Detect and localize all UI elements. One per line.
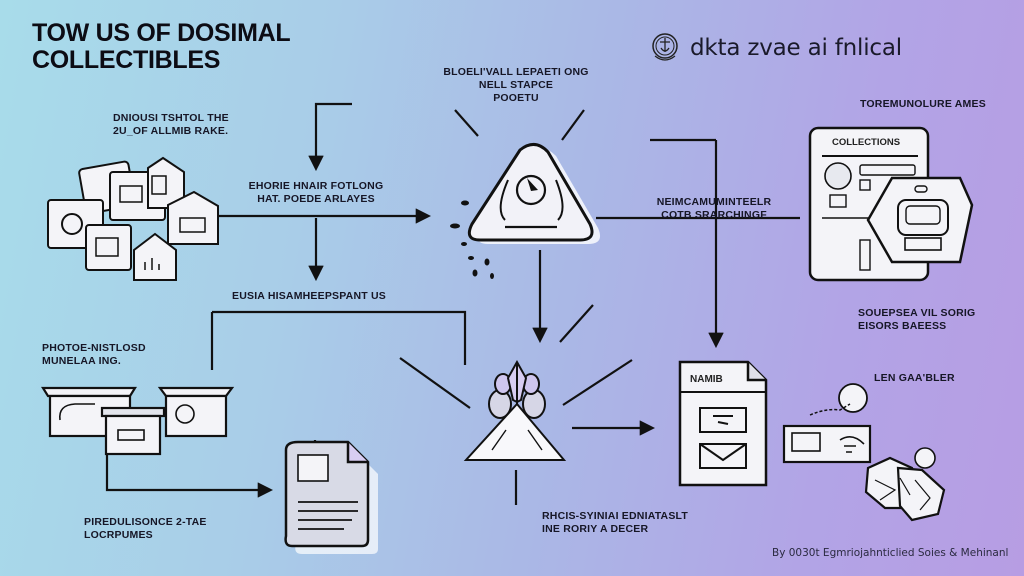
label-line: BLOELI'VALL LEPAETI ONG (443, 66, 589, 78)
collections-card-title: COLLECTIONS (832, 137, 901, 148)
label-line: PHOTOE-NISTLOSD (42, 342, 146, 354)
label-line: LOCRPUMES (84, 529, 153, 541)
ray-3 (399, 357, 471, 409)
collectibles-cluster-icon (47, 156, 219, 281)
label-line: COTB SRARCHINGF (661, 209, 767, 221)
footer-credit: By 0030t Egmriojahnticlied Soies & Mehin… (772, 547, 1009, 559)
ray-1 (454, 109, 479, 137)
label-line: MUNELAA ING. (42, 355, 122, 367)
gadgets-icon (782, 383, 946, 522)
label-right-lower: LEN GAA'BLER (874, 372, 955, 385)
label-top-left: DNIOUSI TSHTOL THE 2U_OF ALLMIB RAKE. (113, 112, 229, 138)
label-line: NELL STAPCE (478, 79, 554, 91)
label-bottom-center: RHCIS-SYINIAI EDNIATASLT INE RORIY A DEC… (542, 510, 688, 536)
emblem-icon (652, 33, 678, 61)
label-line: RHCIS-SYINIAI EDNIATASLT (542, 510, 688, 522)
file-document-icon (284, 440, 378, 554)
ray-2 (561, 109, 585, 141)
namib-card-title: NAMIB (690, 374, 723, 385)
label-top-right: TOREMUNOLURE AMES (860, 98, 986, 111)
label-line: NEIMCAMUMINTEELR (656, 196, 772, 208)
ray-5 (562, 359, 633, 406)
label-bottom-left: PIREDULISONCE 2-TAE LOCRPUMES (84, 516, 207, 542)
label-line: INE RORIY A DECER (542, 523, 649, 535)
namib-document-icon (678, 360, 768, 487)
label-line: EISORS BAEESS (858, 320, 947, 332)
label-left-mid: EHORIE HNAIR FOTLONG HAT. POEDE ARLAYES (236, 180, 396, 206)
arrow-right-down (650, 138, 716, 345)
brand-text: dkta zvae ai fnlical (690, 35, 902, 61)
bar-top (212, 310, 467, 365)
label-right-mid: SOUEPSEA VIL SORIG EISORS BAEESS (858, 307, 975, 333)
label-line: 2U_OF ALLMIB RAKE. (113, 125, 229, 137)
label-line: TOREMUNOLURE AMES (860, 98, 986, 110)
crystal-shape-icon (463, 359, 567, 461)
label-line: POOETU (493, 92, 539, 104)
label-top-center: BLOELI'VALL LEPAETI ONG NELL STAPCE POOE… (436, 66, 596, 105)
label-left-lower: PHOTOE-NISTLOSD MUNELAA ING. (42, 342, 146, 368)
page-title: TOW US OF DOSIMAL COLLECTIBLES (32, 19, 291, 74)
brand: dkta zvae ai fnlical (650, 30, 902, 66)
ray-4 (559, 304, 594, 343)
title-line-1: TOW US OF DOSIMAL (32, 19, 291, 47)
label-line: DNIOUSI TSHTOL THE (113, 112, 229, 124)
label-line: HAT. POEDE ARLAYES (257, 193, 375, 205)
label-line: LEN GAA'BLER (874, 372, 955, 384)
label-center-right: NEIMCAMUMINTEELR COTB SRARCHINGF (644, 196, 784, 222)
label-line: SOUEPSEA VIL SORIG (858, 307, 976, 319)
title-line-2: COLLECTIBLES (32, 46, 221, 74)
label-mid-bar: EUSIA HISAMHEEPSPANT US (232, 290, 386, 303)
label-line: PIREDULISONCE 2-TAE (84, 516, 207, 528)
center-triangle-icon (450, 143, 601, 279)
collections-card-icon (808, 126, 974, 282)
display-cases-icon (41, 386, 235, 456)
label-line: EHORIE HNAIR FOTLONG (248, 180, 384, 192)
label-line: EUSIA HISAMHEEPSPANT US (232, 290, 386, 302)
arrow-top-down (308, 102, 352, 172)
